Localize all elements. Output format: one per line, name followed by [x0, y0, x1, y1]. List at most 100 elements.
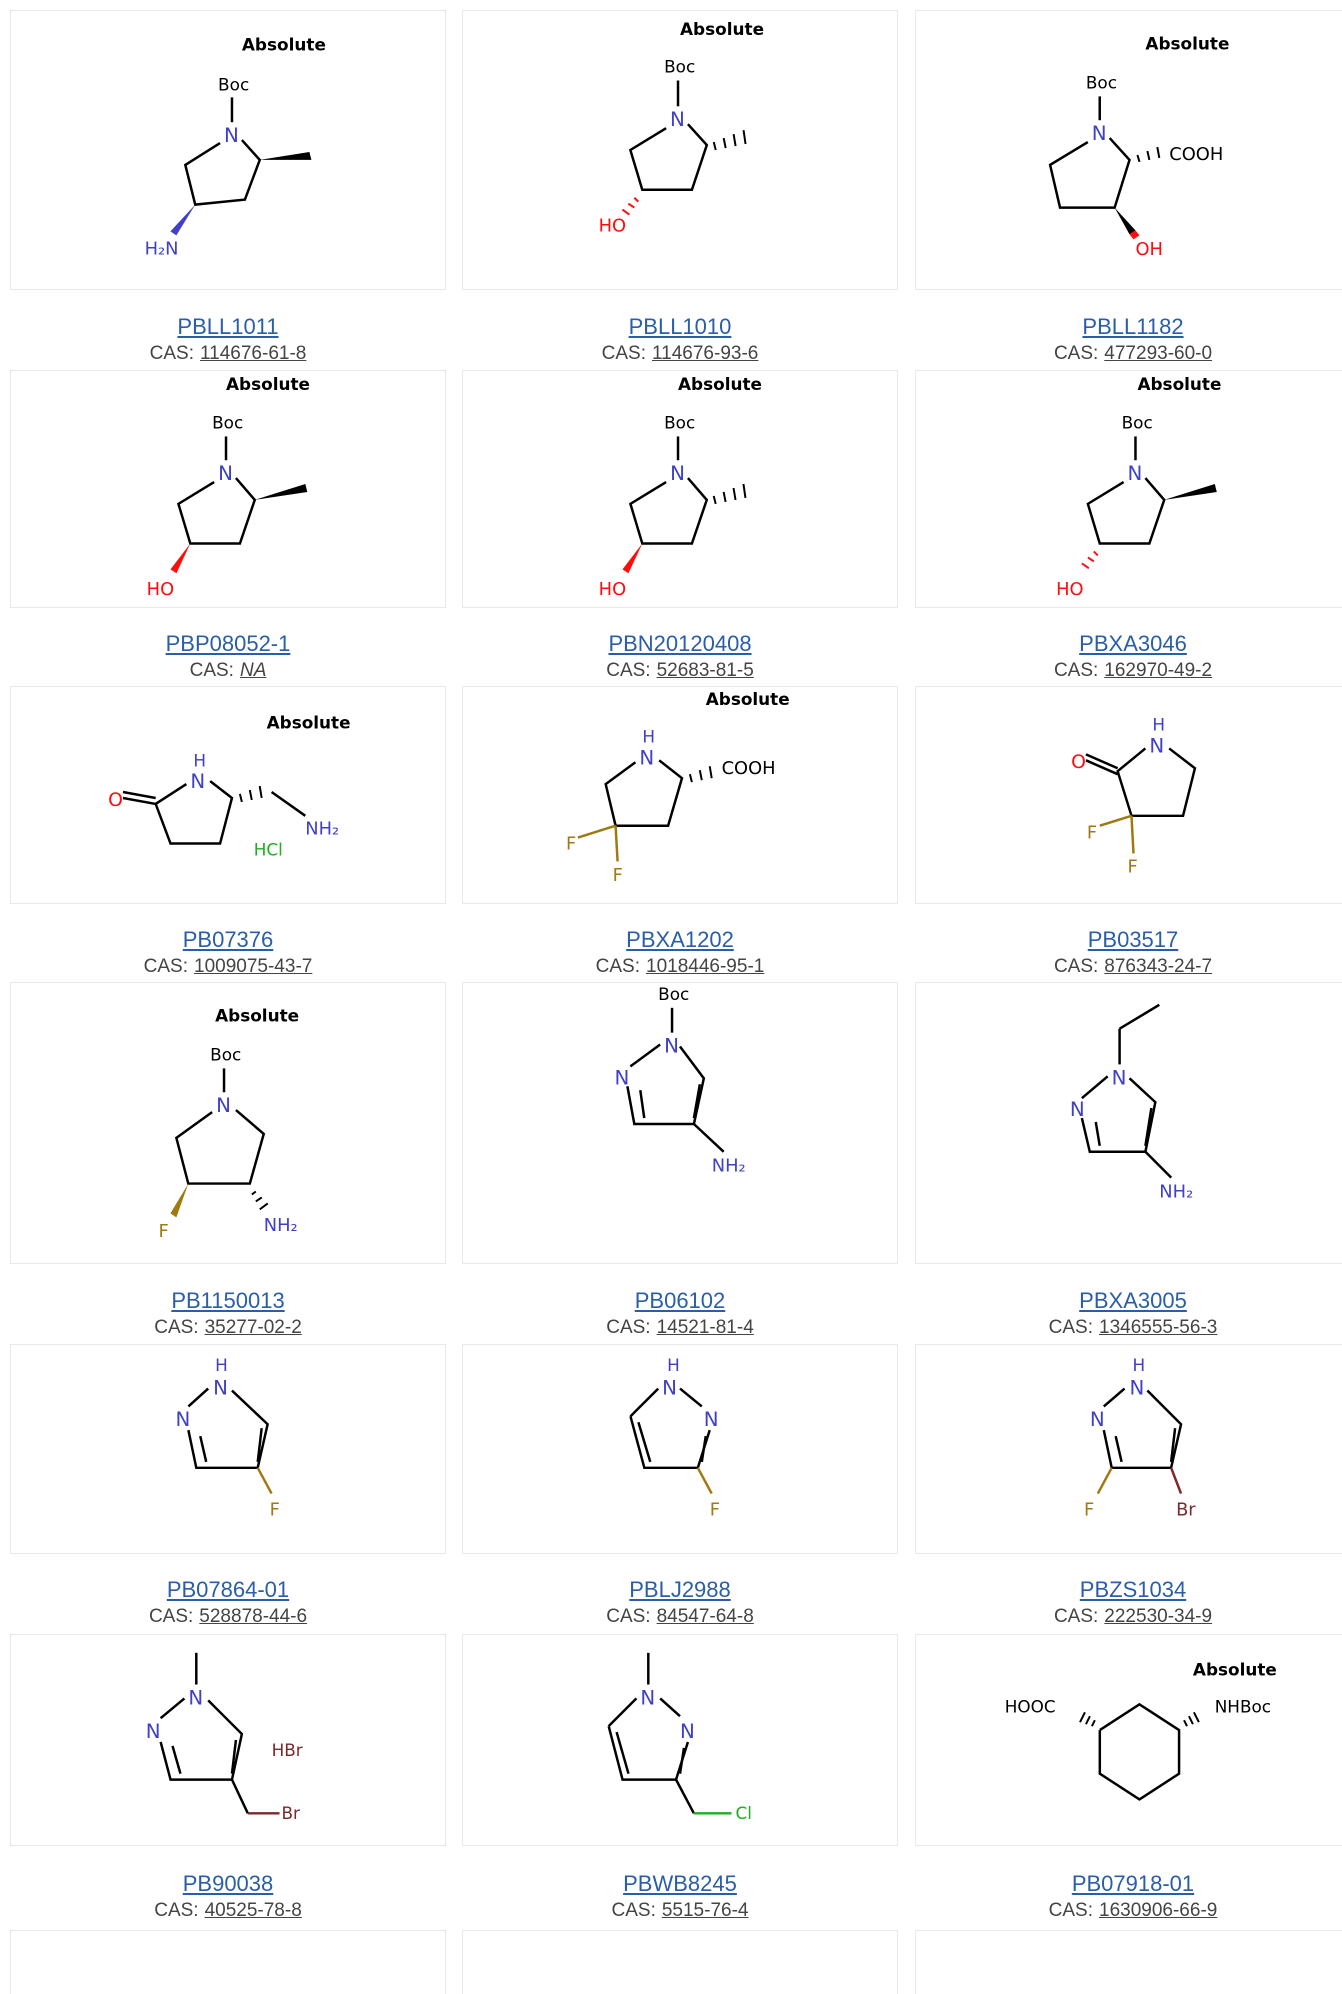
- product-code-link[interactable]: PBXA3005: [1079, 1288, 1187, 1313]
- structure-card[interactable]: Absolute Boc N H₂N: [10, 10, 446, 290]
- cas-label: CAS:: [601, 343, 646, 364]
- atom-label: HO: [1056, 579, 1083, 600]
- product-code-link[interactable]: PB1150013: [171, 1288, 285, 1313]
- molecule-structure: N N HBr Br: [146, 1652, 303, 1823]
- product-code-link[interactable]: PB90038: [182, 1871, 274, 1896]
- cas-number-link[interactable]: 5515-76-4: [661, 1900, 749, 1921]
- stereo-label: Absolute: [1137, 374, 1221, 394]
- cas-number-link[interactable]: 114676-61-8: [200, 343, 307, 364]
- structure-card[interactable]: N N Cl: [462, 1634, 898, 1846]
- structure-card[interactable]: H N N F: [462, 1344, 898, 1554]
- cas-number-link[interactable]: 84547-64-8: [656, 1606, 754, 1627]
- cas-number-link[interactable]: 1009075-43-7: [194, 956, 313, 977]
- molecule-structure: Absolute Boc N HO: [1056, 374, 1221, 600]
- atom-label: N: [670, 108, 685, 131]
- atom-label: F: [1087, 823, 1097, 844]
- product-code-link[interactable]: PBXA3046: [1079, 631, 1187, 656]
- product-code-link[interactable]: PBP08052-1: [165, 631, 291, 656]
- structure-card[interactable]: N N HBr Br: [10, 1634, 446, 1846]
- structure-card[interactable]: [462, 1930, 898, 1994]
- atom-label: N: [614, 1066, 629, 1089]
- stereo-label: Absolute: [680, 19, 764, 39]
- product-caption: PBXA3005 CAS:1346555-56-3: [915, 1287, 1342, 1341]
- atom-label: NH₂: [305, 819, 339, 840]
- stereo-label: Absolute: [242, 35, 326, 55]
- cas-label: CAS:: [149, 343, 194, 364]
- cas-number-link[interactable]: 14521-81-4: [656, 1317, 754, 1338]
- cas-label: CAS:: [154, 1900, 199, 1921]
- atom-label: Boc: [212, 413, 243, 433]
- structure-card[interactable]: Absolute Boc N HO: [10, 370, 446, 608]
- product-code-link[interactable]: PB07376: [182, 927, 274, 952]
- product-code-link[interactable]: PB07918-01: [1071, 1871, 1195, 1896]
- structure-card[interactable]: Absolute Boc N HO: [915, 370, 1342, 608]
- product-caption: PB1150013 CAS:35277-02-2: [10, 1287, 446, 1341]
- structure-card[interactable]: [915, 1930, 1342, 1994]
- structure-card[interactable]: H N N F Br: [915, 1344, 1342, 1554]
- atom-label: F: [1084, 1499, 1094, 1520]
- molecule-structure: Boc N N NH₂: [614, 984, 745, 1177]
- product-code-link[interactable]: PBWB8245: [623, 1871, 737, 1896]
- cas-number-link[interactable]: 52683-81-5: [656, 660, 754, 681]
- structure-card[interactable]: O H N F F: [915, 686, 1342, 904]
- atom-label: HCl: [254, 839, 283, 859]
- cas-number-link[interactable]: 35277-02-2: [204, 1317, 302, 1338]
- cas-number-link[interactable]: 222530-34-9: [1104, 1606, 1213, 1627]
- product-code-link[interactable]: PBLL1010: [628, 314, 732, 339]
- cas-label: CAS:: [189, 660, 234, 681]
- cas-number-link[interactable]: 477293-60-0: [1104, 343, 1213, 364]
- cas-number-link[interactable]: NA: [239, 660, 267, 681]
- structure-card[interactable]: H N N F: [10, 1344, 446, 1554]
- product-code-link[interactable]: PBXA1202: [626, 927, 734, 952]
- atom-label: Boc: [1086, 72, 1117, 92]
- product-code-link[interactable]: PBLL1011: [177, 314, 279, 339]
- cas-number-link[interactable]: 876343-24-7: [1104, 956, 1213, 977]
- structure-card[interactable]: Absolute Boc N COOH OH: [915, 10, 1342, 290]
- atom-label: F: [270, 1499, 280, 1520]
- cas-number-link[interactable]: 114676-93-6: [652, 343, 759, 364]
- atom-label: Boc: [218, 74, 249, 94]
- cas-label: CAS:: [611, 1900, 656, 1921]
- structure-card[interactable]: Absolute HOOC NHBoc: [915, 1634, 1342, 1846]
- atom-label: N: [1090, 1408, 1105, 1431]
- product-code-link[interactable]: PB03517: [1087, 927, 1179, 952]
- cas-line: CAS:1009075-43-7: [10, 954, 446, 980]
- cas-number-link[interactable]: 1630906-66-9: [1099, 1900, 1218, 1921]
- structure-card[interactable]: Absolute Boc N HO: [462, 370, 898, 608]
- cas-number-link[interactable]: 162970-49-2: [1104, 660, 1213, 681]
- atom-label: NH₂: [264, 1215, 298, 1236]
- atom-label: N: [224, 124, 239, 147]
- structure-card[interactable]: Absolute Boc N HO: [462, 10, 898, 290]
- structure-card[interactable]: Boc N N NH₂: [462, 982, 898, 1264]
- structure-card[interactable]: Absolute H N COOH F F: [462, 686, 898, 904]
- molecule-structure: H N N F: [176, 1355, 280, 1521]
- structure-card[interactable]: [10, 1930, 446, 1994]
- atom-label: N: [146, 1720, 161, 1743]
- cas-number-link[interactable]: 40525-78-8: [204, 1900, 302, 1921]
- atom-label: N: [213, 1377, 228, 1400]
- atom-label: Br: [281, 1803, 300, 1823]
- atom-label: O: [108, 790, 123, 811]
- atom-label: N: [639, 746, 654, 769]
- atom-label: HO: [599, 579, 626, 600]
- cas-line: CAS:528878-44-6: [10, 1604, 446, 1630]
- stereo-label: Absolute: [706, 689, 790, 709]
- cas-number-link[interactable]: 1346555-56-3: [1099, 1317, 1218, 1338]
- product-code-link[interactable]: PBN20120408: [608, 631, 752, 656]
- cas-number-link[interactable]: 528878-44-6: [199, 1606, 308, 1627]
- product-code-link[interactable]: PB06102: [634, 1288, 726, 1313]
- product-code-link[interactable]: PBZS1034: [1079, 1577, 1187, 1602]
- product-code-link[interactable]: PB07864-01: [166, 1577, 290, 1602]
- atom-label: Cl: [735, 1803, 751, 1823]
- product-caption: PBLJ2988 CAS:84547-64-8: [462, 1576, 898, 1630]
- cas-number-link[interactable]: 1018446-95-1: [646, 956, 765, 977]
- cas-line: CAS:1346555-56-3: [915, 1315, 1342, 1341]
- product-code-link[interactable]: PBLJ2988: [629, 1577, 731, 1602]
- structure-card[interactable]: N N NH₂: [915, 982, 1342, 1264]
- atom-label: N: [176, 1408, 191, 1431]
- structure-card[interactable]: Absolute Boc N F NH₂: [10, 982, 446, 1264]
- product-code-link[interactable]: PBLL1182: [1082, 314, 1184, 339]
- atom-label: F: [1128, 856, 1138, 877]
- atom-label: HO: [147, 579, 174, 600]
- structure-card[interactable]: Absolute O H N NH₂ HCl: [10, 686, 446, 904]
